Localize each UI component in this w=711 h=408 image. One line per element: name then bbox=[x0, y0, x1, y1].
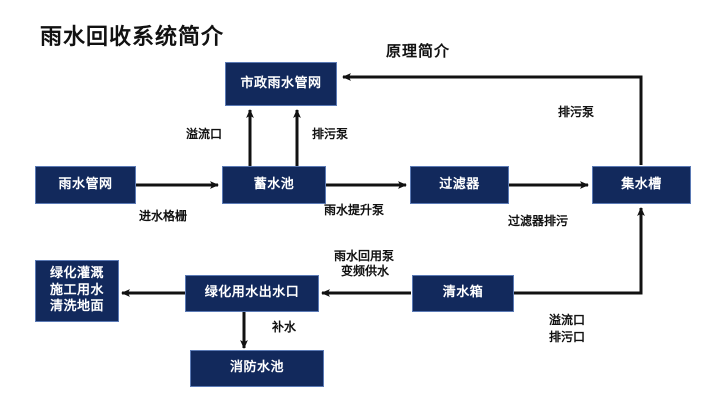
edge-label-reuse-pump-line-2: 变频供水 bbox=[341, 264, 390, 278]
node-label-line-1: 绿化灌溉 bbox=[49, 266, 104, 282]
node-label: 清水箱 bbox=[442, 285, 484, 301]
edge-label-rain-lift-pump: 雨水提升泵 bbox=[324, 203, 385, 217]
node-municipal-pipe-network[interactable]: 市政雨水管网 bbox=[225, 62, 337, 106]
node-label-line-3: 清洗地面 bbox=[49, 299, 104, 315]
edge-label-filter-blowdown: 过滤器排污 bbox=[508, 214, 569, 228]
edge-label-principle: 原理简介 bbox=[386, 42, 451, 60]
edge-collector-to-municipal bbox=[342, 73, 643, 165]
edge-label-sewage-pump-collector: 排污泵 bbox=[558, 105, 595, 119]
edge-label-makeup-water: 补水 bbox=[272, 320, 297, 334]
node-collector-trough[interactable]: 集水槽 bbox=[592, 166, 691, 204]
node-label: 雨水管网 bbox=[58, 176, 113, 192]
edge-label-sewage-pump-storage: 排污泵 bbox=[312, 127, 349, 141]
edge-label-inlet-grate: 进水格栅 bbox=[139, 209, 188, 223]
node-storage-tank[interactable]: 蓄水池 bbox=[222, 166, 326, 204]
node-label: 消防水池 bbox=[229, 360, 284, 376]
edge-label-overflow-port: 溢流口 bbox=[186, 127, 223, 141]
node-label: 过滤器 bbox=[439, 176, 480, 192]
node-label: 绿化用水出水口 bbox=[204, 285, 300, 301]
page-title: 雨水回收系统简介 bbox=[40, 25, 225, 50]
node-filter[interactable]: 过滤器 bbox=[410, 166, 509, 204]
edge-label-reuse-pump-line-1: 雨水回用泵 bbox=[334, 249, 395, 263]
node-label: 市政雨水管网 bbox=[240, 75, 322, 91]
node-label-line-2: 施工用水 bbox=[49, 282, 104, 298]
node-water-uses[interactable]: 绿化灌溉 施工用水 清洗地面 bbox=[35, 260, 119, 322]
node-label: 蓄水池 bbox=[253, 176, 295, 192]
node-label: 集水槽 bbox=[621, 176, 662, 192]
edge-label-sewage-drain-bottom: 排污口 bbox=[549, 330, 586, 344]
edge-label-overflow-port-bottom: 溢流口 bbox=[549, 313, 586, 327]
node-rain-pipe-network[interactable]: 雨水管网 bbox=[35, 166, 136, 204]
node-fire-water-pool[interactable]: 消防水池 bbox=[190, 350, 324, 387]
node-green-water-outlet[interactable]: 绿化用水出水口 bbox=[185, 275, 319, 312]
node-clean-water-tank[interactable]: 清水箱 bbox=[412, 275, 514, 312]
